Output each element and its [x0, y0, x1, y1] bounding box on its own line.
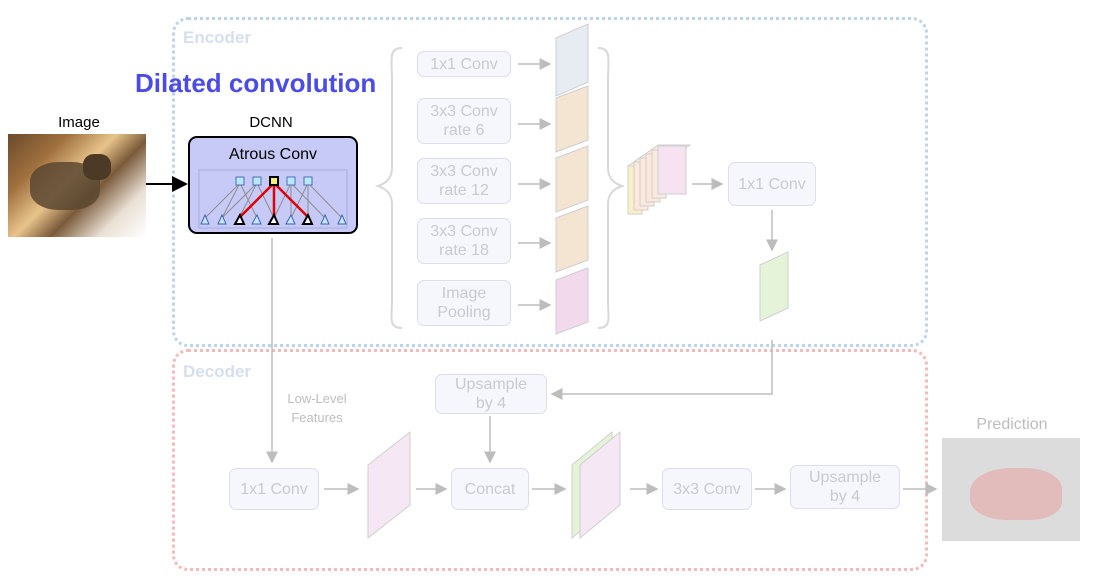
- upsample-by4-bottom-label: Upsample by 4: [808, 469, 882, 505]
- dilated-convolution-title: Dilated convolution: [135, 68, 377, 98]
- aspp-branch-rate6: 3x3 Conv rate 6: [417, 98, 511, 144]
- concat-label: Concat: [464, 480, 516, 498]
- concat-box: Concat: [451, 468, 529, 510]
- encoder-title: Encoder: [183, 28, 252, 47]
- aspp-branch-pooling-l2: Pooling: [437, 304, 491, 321]
- cat-head-shape: [83, 154, 111, 180]
- decoder-region: Decoder: [172, 349, 928, 571]
- aspp-branch-rate6-l2: rate 6: [443, 122, 485, 139]
- encoder-1x1-conv-label: 1x1 Conv: [738, 175, 806, 193]
- atrous-conv-label: Atrous Conv: [228, 146, 318, 163]
- right-brace: [597, 47, 626, 329]
- upsample-by4-top-label: Upsample by 4: [454, 376, 528, 412]
- upsample-by4-bottom: Upsample by 4: [790, 465, 900, 509]
- aspp-branch-pooling-l1: Image: [441, 285, 487, 302]
- prediction-label: Prediction: [976, 416, 1048, 433]
- aspp-branch-rate18-l2: rate 18: [439, 242, 489, 259]
- decoder-concat-maps: [571, 430, 621, 540]
- aspp-branch-rate6-l1: 3x3 Conv: [430, 103, 498, 120]
- encoder-1x1-conv: 1x1 Conv: [728, 162, 816, 206]
- aspp-branch-rate12-l2: rate 12: [439, 182, 489, 199]
- aspp-branch-1x1: 1x1 Conv: [417, 51, 511, 77]
- aspp-branch-pooling: Image Pooling: [417, 280, 511, 326]
- aspp-branch-1x1-label: 1x1 Conv: [430, 55, 498, 73]
- atrous-conv-diagram: [198, 169, 348, 229]
- aspp-branch-rate18-l1: 3x3 Conv: [430, 223, 498, 240]
- decoder-1x1-conv: 1x1 Conv: [229, 468, 319, 510]
- encoder-output-map: [759, 251, 789, 322]
- low-level-feature-map: [367, 430, 411, 540]
- decoder-3x3-conv-label: 3x3 Conv: [673, 480, 741, 498]
- low-level-features-label: Low-Level Features: [287, 391, 347, 425]
- decoder-1x1-conv-label: 1x1 Conv: [240, 480, 308, 498]
- prediction-mask: [970, 468, 1062, 520]
- concatenated-features: [626, 144, 692, 215]
- aspp-branch-rate12-l1: 3x3 Conv: [430, 163, 498, 180]
- dcnn-label: DCNN: [249, 114, 293, 131]
- image-label: Image: [58, 114, 100, 131]
- upsample-by4-top: Upsample by 4: [435, 374, 547, 414]
- decoder-title: Decoder: [183, 362, 252, 381]
- decoder-3x3-conv: 3x3 Conv: [662, 468, 752, 510]
- left-brace: [374, 47, 403, 329]
- aspp-feature-maps: [555, 23, 589, 335]
- prediction-image: [942, 438, 1080, 541]
- input-image: [8, 134, 146, 237]
- aspp-branch-rate12: 3x3 Conv rate 12: [417, 158, 511, 204]
- aspp-branch-rate18: 3x3 Conv rate 18: [417, 218, 511, 264]
